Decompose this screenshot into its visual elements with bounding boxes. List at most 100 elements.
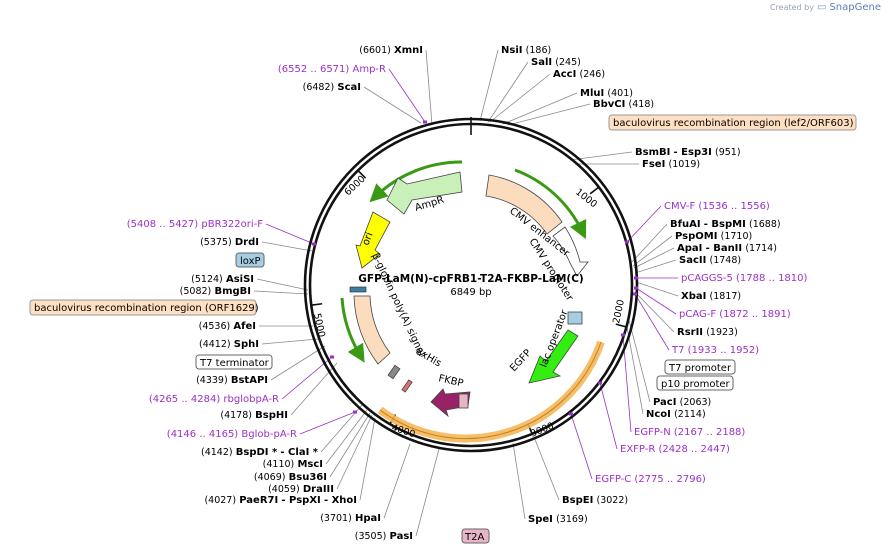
- site-label[interactable]: (4412) SphI: [199, 339, 259, 350]
- his-tag-block[interactable]: [401, 379, 413, 393]
- site-position: (1748): [710, 255, 742, 266]
- polya-block[interactable]: [353, 295, 391, 365]
- site-label[interactable]: (3505) PasI: [355, 531, 413, 542]
- site-name: MscI: [297, 459, 323, 470]
- site-label[interactable]: (4142) BspDI * - ClaI *: [201, 447, 319, 458]
- site-label[interactable]: pCAG-F (1872 .. 1891): [679, 309, 791, 320]
- site-label[interactable]: T7 (1933 .. 1952): [671, 345, 759, 356]
- site-label[interactable]: (5124) AsiSI: [191, 274, 254, 285]
- site-label[interactable]: (5375) DrdI: [200, 237, 259, 248]
- site-label[interactable]: (6601) XmnI: [359, 45, 423, 56]
- site-label[interactable]: EGFP-N (2167 .. 2188): [634, 427, 745, 438]
- boxed-labels[interactable]: baculovirus recombination region (lef2/O…: [29, 114, 857, 544]
- leader-line: [363, 86, 422, 124]
- site-label[interactable]: (4265 .. 4284) rbglobpA-R: [149, 394, 279, 405]
- leader-line: [261, 338, 319, 345]
- leader-line: [634, 259, 677, 274]
- site-label[interactable]: (4069) Bsu36I: [254, 472, 327, 483]
- t7-terminator-box[interactable]: [195, 354, 273, 370]
- primer-site-marker: [598, 381, 602, 385]
- site-label[interactable]: pCAGGS-5 (1788 .. 1810): [681, 273, 808, 284]
- t7-promoter-box[interactable]: [664, 359, 736, 375]
- site-label[interactable]: XbaI (1817): [681, 291, 741, 302]
- site-name: AsiSI: [226, 274, 254, 285]
- egfp-label: EGFP: [508, 348, 534, 374]
- t2a-label: T2A: [464, 532, 484, 543]
- baculo-lef2-box[interactable]: [608, 114, 857, 131]
- ampr-arrow[interactable]: [386, 171, 463, 215]
- site-label[interactable]: (4027) PaeR7I - PspXI - XhoI: [204, 495, 357, 506]
- site-name: NsiI: [501, 45, 522, 56]
- site-label[interactable]: (5082) BmgBI: [180, 286, 251, 297]
- site-label[interactable]: BfuAI - BspMI (1688): [670, 219, 781, 230]
- cmv-promoter-arrow[interactable]: [552, 226, 589, 277]
- site-label[interactable]: (6552 .. 6571) Amp-R: [278, 64, 386, 75]
- leader-line: [635, 281, 679, 297]
- t7-terminator-label: T7 terminator: [199, 358, 270, 369]
- p10-promoter-box[interactable]: [656, 375, 734, 391]
- site-label[interactable]: RsrII (1923): [677, 327, 738, 338]
- site-label[interactable]: PacI (2063): [653, 397, 711, 408]
- site-label[interactable]: SacII (1748): [679, 255, 741, 266]
- site-position: (1933 .. 1952): [688, 345, 760, 356]
- site-label[interactable]: (4146 .. 4165) Bglob-pA-R: [167, 429, 297, 440]
- baculo-orf1629-box[interactable]: [29, 299, 257, 316]
- site-name: HpaI: [355, 513, 381, 524]
- site-label[interactable]: FseI (1019): [642, 159, 700, 170]
- site-position: (2428 .. 2447): [658, 444, 730, 455]
- site-label[interactable]: NsiI (186): [501, 45, 551, 56]
- site-label[interactable]: (4178) BspHI: [220, 410, 288, 421]
- site-name: FseI: [642, 159, 665, 170]
- site-label[interactable]: (4059) DraIII: [268, 484, 334, 495]
- cmv-enhancer-block[interactable]: [485, 174, 563, 235]
- site-label[interactable]: (6482) ScaI: [303, 82, 361, 93]
- t7-promoter-label: T7 promoter: [668, 363, 732, 374]
- site-name: - ClaI *: [280, 447, 318, 458]
- site-name: MluI: [580, 88, 604, 99]
- site-label[interactable]: SalI (245): [531, 57, 581, 68]
- site-label[interactable]: (3701) HpaI: [320, 513, 381, 524]
- site-label[interactable]: AccI (246): [553, 69, 605, 80]
- site-name: Bglob-pA-R: [241, 429, 297, 440]
- site-label[interactable]: EXFP-R (2428 .. 2447): [620, 444, 730, 455]
- site-label[interactable]: SpeI (3169): [528, 514, 588, 525]
- site-label[interactable]: BbvCI (418): [593, 99, 654, 110]
- outer-labels[interactable]: (6601) XmnI (6552 .. 6571) Amp-R (6482) Sc…: [127, 45, 808, 542]
- site-label[interactable]: EGFP-C (2775 .. 2796): [595, 474, 706, 485]
- site-label[interactable]: NcoI (2114): [646, 409, 706, 420]
- site-name: DrdI: [235, 237, 259, 248]
- lac-operator-block[interactable]: [567, 311, 583, 325]
- site-label[interactable]: (4339) BstAPI: [196, 375, 268, 386]
- site-label[interactable]: CMV-F (1536 .. 1556): [664, 201, 770, 212]
- site-label[interactable]: ApaI - BanII (1714): [677, 243, 777, 254]
- t2a-box[interactable]: [461, 528, 490, 544]
- site-name: PspOMI: [675, 231, 717, 242]
- t2a-block[interactable]: [458, 393, 469, 409]
- leader-line: [570, 413, 593, 480]
- site-position: (1019): [668, 159, 700, 170]
- site-position: (4339): [196, 375, 228, 386]
- site-position: (5124): [191, 274, 223, 285]
- leader-line: [626, 205, 662, 243]
- site-label[interactable]: BsmBI - Esp3I (951): [635, 147, 741, 158]
- orange-band[interactable]: [377, 340, 605, 443]
- ori-arrow[interactable]: [355, 211, 391, 269]
- site-label[interactable]: MluI (401): [580, 88, 633, 99]
- site-label[interactable]: (5408 .. 5427) pBR322ori-F: [127, 219, 263, 230]
- small-gray-block[interactable]: [387, 364, 401, 380]
- site-label[interactable]: PspOMI (1710): [675, 231, 752, 242]
- site-label[interactable]: (4536) AfeI: [199, 321, 256, 332]
- site-label[interactable]: BspEI (3022): [562, 495, 628, 506]
- loxp-box[interactable]: [235, 252, 265, 268]
- loxp-block[interactable]: [349, 286, 367, 293]
- site-name: EGFP-N: [634, 427, 671, 438]
- tick-mark-2000: [615, 323, 626, 328]
- baculo-lef2-label: baculovirus recombination region (lef2/O…: [613, 118, 854, 129]
- site-name: BbvCI: [593, 99, 625, 110]
- site-name: BspDI *: [236, 447, 278, 458]
- site-label[interactable]: (4110) MscI: [263, 459, 323, 470]
- site-position: (1688): [749, 219, 781, 230]
- egfp-arrow[interactable]: [528, 329, 579, 384]
- leader-line: [507, 103, 591, 126]
